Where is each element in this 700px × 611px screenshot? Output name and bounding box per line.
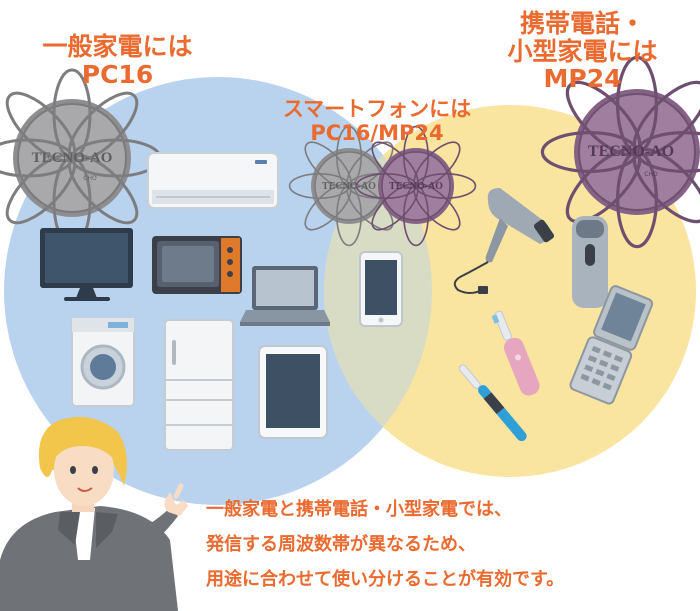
washing-machine-icon	[71, 317, 135, 407]
electric-shaver-icon	[572, 216, 608, 308]
label-line: MP24	[543, 64, 622, 93]
pc16-medallion-small: TECNO-AO	[288, 125, 410, 247]
pc16-medallion-large: TECNO-AO CHO	[0, 68, 162, 248]
tablet-icon	[258, 345, 328, 439]
air-conditioner-icon	[147, 152, 279, 209]
blue-toothbrush-icon	[458, 364, 527, 442]
caption-line: 一般家電と携帯電話・小型家電では、	[206, 499, 512, 520]
medallion-logo-text: TECNO-AO	[322, 181, 376, 192]
mp24-medallion-small: TECNO-AO	[355, 125, 477, 247]
laptop-icon	[240, 266, 330, 326]
hair-dryer-icon	[453, 188, 555, 294]
television-icon	[40, 228, 133, 301]
flip-phone-icon	[569, 285, 654, 405]
label-line: PC16/MP24	[310, 120, 444, 145]
microwave-icon	[152, 236, 242, 294]
label-line: スマートフォンには	[282, 97, 472, 121]
woman-pointing-figure	[0, 416, 188, 611]
mp24-label: 携帯電話・ 小型家電には MP24	[470, 10, 695, 93]
refrigerator-icon	[164, 319, 234, 451]
smartphone-icon	[359, 251, 403, 327]
smartphone-label: スマートフォンには PC16/MP24	[262, 97, 492, 145]
medallion-subtext: CHO	[83, 175, 97, 182]
caption-line: 用途に合わせて使い分けることが有効です。	[206, 569, 565, 590]
label-line: 携帯電話・	[519, 9, 645, 38]
label-line: 一般家電には	[42, 32, 193, 61]
explanation-caption: 一般家電と携帯電話・小型家電では、 発信する周波数帯が異なるため、 用途に合わせ…	[206, 492, 698, 597]
caption-line: 発信する周波数帯が異なるため、	[206, 534, 476, 555]
mp24-medallion-large: TECNO-AO CHO	[540, 55, 700, 249]
medallion-logo-text: TECNO-AO	[389, 181, 443, 192]
medallion-logo-text: TECNO-AO	[588, 143, 674, 160]
label-line: PC16	[81, 60, 154, 89]
medallion-subtext: CHO	[644, 171, 658, 178]
pink-toothbrush-icon	[491, 310, 540, 396]
label-line: 小型家電には	[507, 36, 658, 66]
medallion-logo-text: TECNO-AO	[32, 150, 113, 166]
pc16-label: 一般家電には PC16	[10, 33, 225, 89]
